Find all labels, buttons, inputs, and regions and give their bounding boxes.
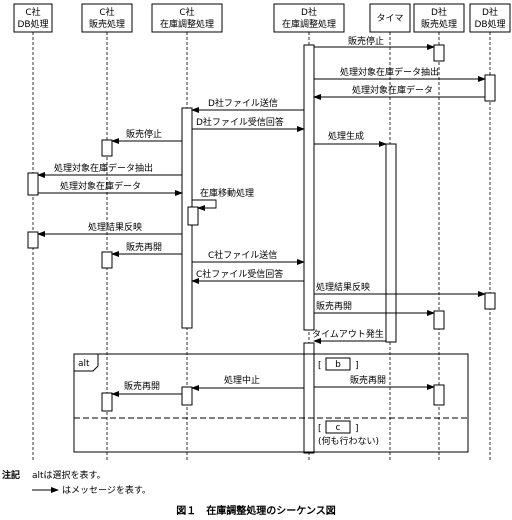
guard-blank-b: [ b ] (318, 357, 359, 371)
svg-text:C社: C社 (99, 6, 114, 18)
svg-text:b: b (335, 360, 341, 370)
figure-caption: 図１ 在庫調整処理のシーケンス図 (176, 504, 336, 517)
svg-text:D社: D社 (482, 6, 498, 18)
svg-text:[: [ (318, 361, 322, 371)
label-m5: D社ファイル受信回答 (196, 116, 284, 128)
svg-text:在庫調整処理: 在庫調整処理 (282, 18, 336, 30)
participant-c-sales: C社 販売処理 (81, 3, 133, 33)
activation-c-inventory-alt (181, 386, 193, 406)
alt-operator-label: alt (78, 359, 90, 369)
participant-c-inventory: C社 在庫調整処理 (151, 3, 223, 33)
activation-d-db-2 (484, 292, 496, 310)
svg-text:D社: D社 (431, 6, 447, 18)
svg-text:D社: D社 (301, 6, 317, 18)
label-m19: 販売再開 (350, 374, 386, 386)
arrow-m10 (192, 199, 217, 211)
label-m1: 販売停止 (348, 35, 384, 47)
label-m17: タイムアウト発生 (312, 328, 384, 340)
activation-d-sales-alt (433, 384, 445, 406)
activation-c-sales-2 (101, 251, 113, 269)
activation-c-sales-1 (101, 139, 113, 157)
guard-blank-c: [ c ] (318, 420, 359, 434)
alt-fragment: alt [ b ] [ c ] (何も行わない) (73, 353, 469, 453)
svg-text:DB処理: DB処理 (474, 18, 505, 30)
svg-text:C社: C社 (179, 6, 194, 18)
activation-c-db-2 (27, 231, 39, 249)
label-m18: 処理中止 (224, 374, 260, 386)
label-m13: C社ファイル送信 (208, 249, 277, 261)
message-labels: 販売停止 処理対象在庫データ抽出 処理対象在庫データ D社ファイル送信 D社ファ… (54, 35, 439, 392)
svg-text:C社: C社 (25, 6, 40, 18)
activation-timer (385, 143, 397, 343)
label-m16: 販売再開 (316, 300, 352, 312)
label-m7: 販売停止 (126, 128, 162, 140)
svg-text:c: c (336, 423, 341, 433)
do-nothing-text: (何も行わない) (318, 435, 379, 447)
svg-text:タイマ: タイマ (376, 13, 403, 24)
svg-text:]: ] (355, 424, 359, 434)
participant-d-inventory: D社 在庫調整処理 (273, 3, 345, 33)
participant-timer: タイマ (369, 3, 411, 33)
label-m20: 販売再開 (124, 380, 160, 392)
activation-d-sales-1 (433, 44, 445, 62)
notes: 注記 altは選択を表す。 はメッセージを表す。 (2, 469, 151, 496)
label-m11: 処理結果反映 (88, 221, 142, 233)
label-m14: C社ファイル受信回答 (196, 268, 283, 280)
svg-text:在庫調整処理: 在庫調整処理 (160, 18, 214, 30)
svg-text:]: ] (355, 361, 359, 371)
alt-operator-tab (73, 353, 99, 372)
activation-c-sales-alt (101, 392, 113, 412)
notes-line1: altは選択を表す。 (32, 469, 106, 481)
label-m10: 在庫移動処理 (200, 187, 254, 199)
svg-text:販売処理: 販売処理 (421, 18, 457, 30)
label-m12: 販売再開 (126, 241, 162, 253)
svg-text:DB処理: DB処理 (17, 18, 48, 30)
participant-d-sales: D社 販売処理 (413, 3, 465, 33)
notes-line2: はメッセージを表す。 (62, 484, 151, 496)
activations (27, 44, 496, 454)
message-arrows (37, 44, 486, 397)
participant-d-db: D社 DB処理 (469, 3, 511, 33)
activation-d-db-1 (484, 74, 496, 102)
svg-text:販売処理: 販売処理 (89, 18, 125, 30)
svg-text:[: [ (318, 424, 322, 434)
label-m6: 処理生成 (328, 130, 364, 142)
label-m2: 処理対象在庫データ抽出 (340, 66, 439, 78)
activation-d-inventory-main (303, 44, 315, 331)
label-m3: 処理対象在庫データ (352, 84, 433, 96)
activation-c-inventory-self (187, 206, 199, 226)
label-m4: D社ファイル送信 (208, 97, 278, 109)
label-m9: 処理対象在庫データ (60, 180, 141, 192)
notes-title: 注記 (2, 469, 20, 481)
activation-c-db-1 (27, 172, 39, 196)
label-m8: 処理対象在庫データ抽出 (54, 162, 153, 174)
participant-c-db: C社 DB処理 (13, 3, 53, 33)
label-m15: 処理結果反映 (316, 281, 370, 293)
activation-d-sales-2 (433, 310, 445, 330)
activation-d-inventory-timeout (303, 342, 315, 454)
